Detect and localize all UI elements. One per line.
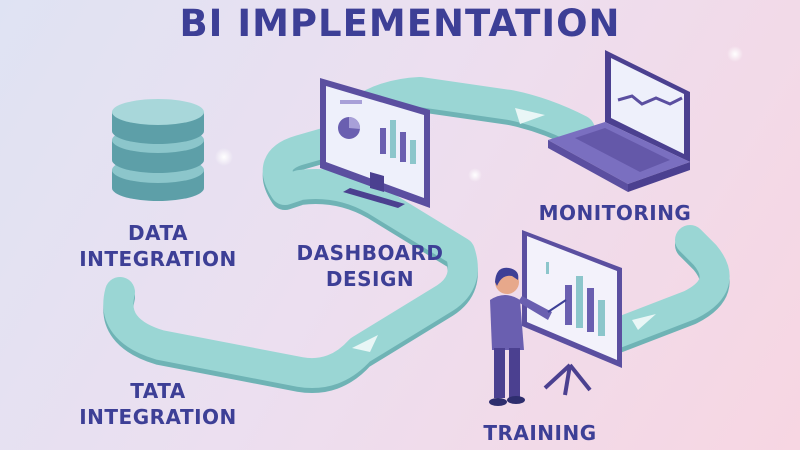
arrow-icon [515, 108, 545, 124]
process-path [103, 77, 730, 393]
step-label-line: TATA [130, 379, 186, 403]
database-icon [112, 99, 204, 201]
presenter-icon [489, 230, 622, 406]
arrow-icon [352, 335, 378, 352]
step-label-line: DATA [127, 221, 189, 245]
step-label-line: DASHBOARD [296, 241, 444, 265]
step-data-integration: DATA INTEGRATION [68, 220, 248, 272]
laptop-icon [548, 50, 690, 192]
step-monitoring: MONITORING [525, 200, 705, 226]
step-tata-integration: TATA INTEGRATION [68, 378, 248, 430]
step-label-line: INTEGRATION [79, 247, 237, 271]
page-title: BI IMPLEMENTATION [179, 2, 621, 45]
step-training: TRAINING [470, 420, 610, 446]
step-label-line: MONITORING [538, 201, 692, 225]
monitor-icon [320, 78, 430, 208]
step-dashboard-design: DASHBOARD DESIGN [285, 240, 455, 292]
step-label-line: DESIGN [325, 267, 415, 291]
path-arrows [352, 108, 656, 352]
step-label-line: TRAINING [483, 421, 597, 445]
step-label-line: INTEGRATION [79, 405, 237, 429]
arrow-icon [632, 314, 656, 330]
